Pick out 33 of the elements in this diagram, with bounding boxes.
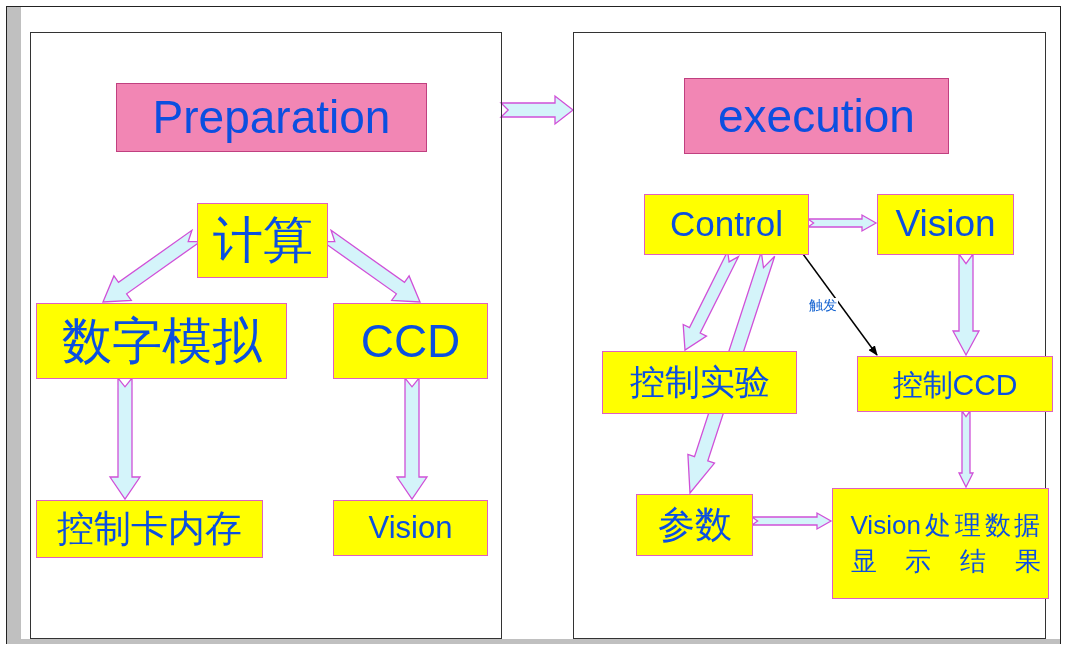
node-label: 控制卡内存 (57, 508, 242, 550)
node-label: 参数 (657, 504, 732, 546)
process-box (832, 488, 1049, 599)
node-label: Vision (368, 510, 453, 546)
node-label: Vision处理数据显示结果 (850, 509, 1041, 578)
process-box (857, 356, 1053, 412)
block-arrow (395, 376, 429, 501)
title-box (116, 83, 427, 152)
process-box (877, 194, 1014, 255)
node-label: 计算 (212, 213, 313, 268)
node-label: execution (718, 90, 915, 142)
block-arrow (499, 94, 575, 126)
process-box (602, 351, 797, 414)
block-arrow (108, 376, 142, 501)
node-label: Vision (895, 204, 996, 245)
node-label: CCD (360, 315, 461, 367)
node-label: Control (670, 205, 783, 244)
block-arrow (951, 252, 981, 357)
process-box (644, 194, 809, 255)
node-label: Preparation (152, 92, 391, 143)
panel-background (30, 32, 502, 639)
process-box (36, 303, 287, 379)
process-box (197, 203, 328, 278)
arrow (802, 253, 878, 356)
title-box (684, 78, 949, 154)
process-box (636, 494, 753, 556)
node-label: 控制CCD (892, 367, 1018, 401)
edge-label: 触发 (808, 298, 838, 314)
node-label: 数字模拟 (61, 313, 262, 369)
node-label: 控制实验 (629, 363, 770, 402)
process-box (36, 500, 263, 558)
process-box (333, 500, 488, 556)
process-box (333, 303, 488, 379)
